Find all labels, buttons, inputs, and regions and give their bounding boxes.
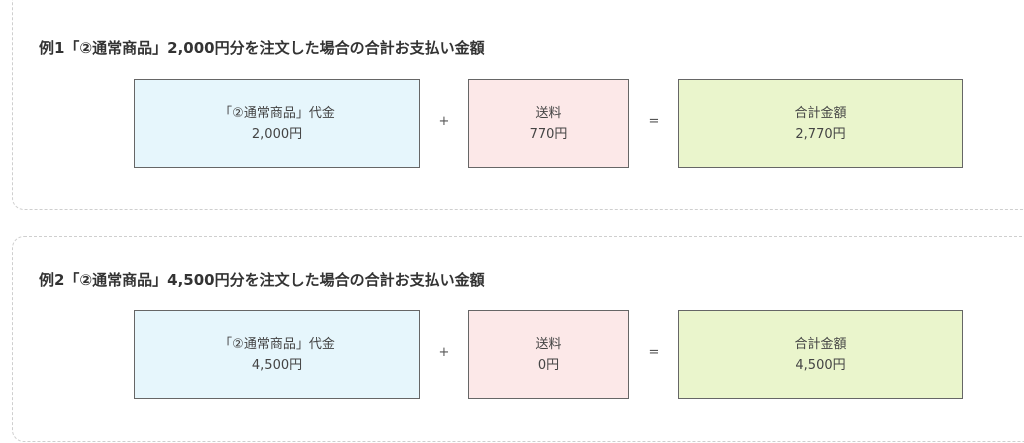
shipping-fee-label: 送料	[535, 105, 562, 121]
product-price-box: 「②通常商品」代金 4,500円	[134, 310, 420, 399]
product-price-box: 「②通常商品」代金 2,000円	[134, 79, 420, 168]
equals-sign: =	[648, 345, 660, 360]
total-amount-label: 合計金額	[794, 336, 847, 352]
plus-sign: +	[438, 345, 450, 360]
product-price-label: 「②通常商品」代金	[219, 105, 335, 121]
product-price-label: 「②通常商品」代金	[219, 336, 335, 352]
shipping-fee-box: 送料 770円	[468, 79, 629, 168]
shipping-fee-amount: 0円	[537, 357, 560, 373]
total-amount-label: 合計金額	[794, 105, 847, 121]
example-card-1: 例1「②通常商品」2,000円分を注文した場合の合計お支払い金額 「②通常商品」…	[12, 0, 1024, 210]
shipping-fee-label: 送料	[535, 336, 562, 352]
example-title: 例1「②通常商品」2,000円分を注文した場合の合計お支払い金額	[39, 39, 485, 57]
shipping-fee-box: 送料 0円	[468, 310, 629, 399]
plus-sign: +	[438, 114, 450, 129]
shipping-fee-amount: 770円	[529, 126, 568, 142]
total-amount-value: 2,770円	[795, 126, 846, 142]
product-price-amount: 2,000円	[251, 126, 303, 142]
example-card-2: 例2「②通常商品」4,500円分を注文した場合の合計お支払い金額 「②通常商品」…	[12, 236, 1024, 442]
total-amount-box: 合計金額 2,770円	[678, 79, 963, 168]
example-title: 例2「②通常商品」4,500円分を注文した場合の合計お支払い金額	[39, 271, 485, 289]
equals-sign: =	[648, 114, 660, 129]
product-price-amount: 4,500円	[251, 357, 303, 373]
total-amount-value: 4,500円	[795, 357, 846, 373]
total-amount-box: 合計金額 4,500円	[678, 310, 963, 399]
